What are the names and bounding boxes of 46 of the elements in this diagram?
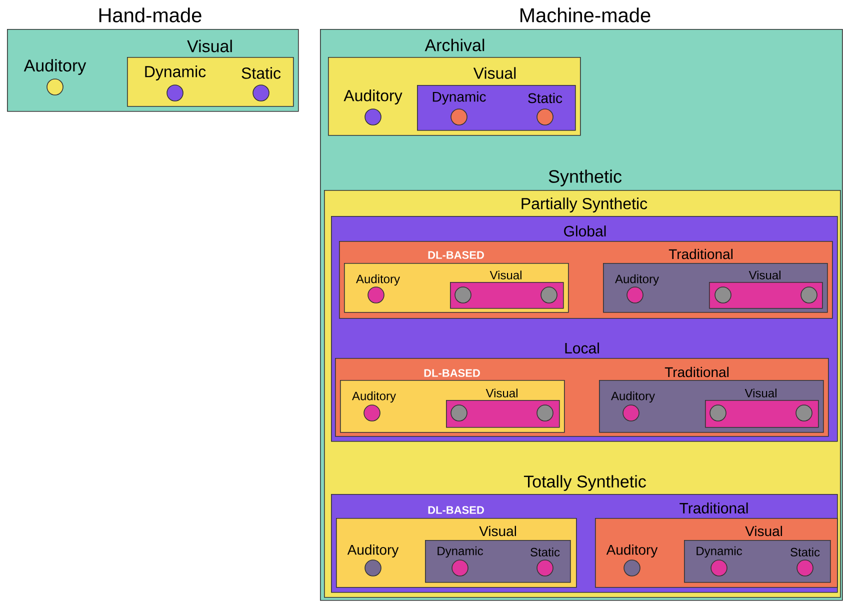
node-label: Static: [530, 548, 560, 556]
node-label: Visual: [490, 270, 522, 280]
node-label: Traditional: [668, 248, 732, 260]
dot: [714, 286, 732, 304]
node-label: DL-BASED: [428, 251, 484, 259]
dot: [450, 404, 468, 422]
node-label: Totally Synthetic: [524, 475, 646, 491]
node-label: Auditory: [615, 274, 659, 286]
dot: [800, 286, 818, 304]
dot: [710, 404, 726, 422]
node-label: Static: [528, 92, 562, 104]
node-label: Local: [565, 342, 599, 354]
node-label: Archival: [424, 38, 484, 52]
node-label: Dynamic: [432, 91, 486, 105]
node-label: Global: [564, 225, 606, 237]
node-label: Static: [242, 67, 281, 79]
node-label: DL-BASED: [428, 506, 484, 514]
node-label: Visual: [748, 270, 780, 280]
node-label: Visual: [473, 67, 516, 79]
node-label: Auditory: [352, 391, 396, 403]
node-label: Dynamic: [438, 546, 484, 558]
node-label: Partially Synthetic: [522, 198, 648, 212]
node-label: Traditional: [680, 502, 748, 514]
dot: [540, 286, 558, 304]
node-label: Visual: [745, 526, 782, 536]
node-label: Auditory: [344, 90, 402, 104]
node-label: Visual: [187, 40, 232, 52]
node-label: Visual: [479, 526, 516, 536]
dot: [454, 286, 472, 304]
node-label: Auditory: [356, 274, 400, 286]
dot: [796, 404, 812, 422]
node-label: Visual: [486, 388, 518, 398]
node-label: Traditional: [664, 366, 728, 378]
node-label: Machine-made: [520, 8, 650, 22]
node-label: Dynamic: [696, 546, 742, 558]
node-label: Visual: [744, 388, 776, 398]
node-label: Dynamic: [145, 66, 206, 80]
node-label: Auditory: [606, 544, 658, 558]
node-label: Auditory: [347, 544, 399, 558]
node-label: DL-BASED: [424, 369, 480, 377]
node-label: Synthetic: [548, 170, 622, 186]
dot: [536, 404, 554, 422]
node-label: Hand-made: [99, 8, 202, 22]
node-label: Auditory: [611, 391, 655, 403]
node-label: Static: [790, 548, 820, 556]
node-label: Auditory: [24, 59, 86, 75]
